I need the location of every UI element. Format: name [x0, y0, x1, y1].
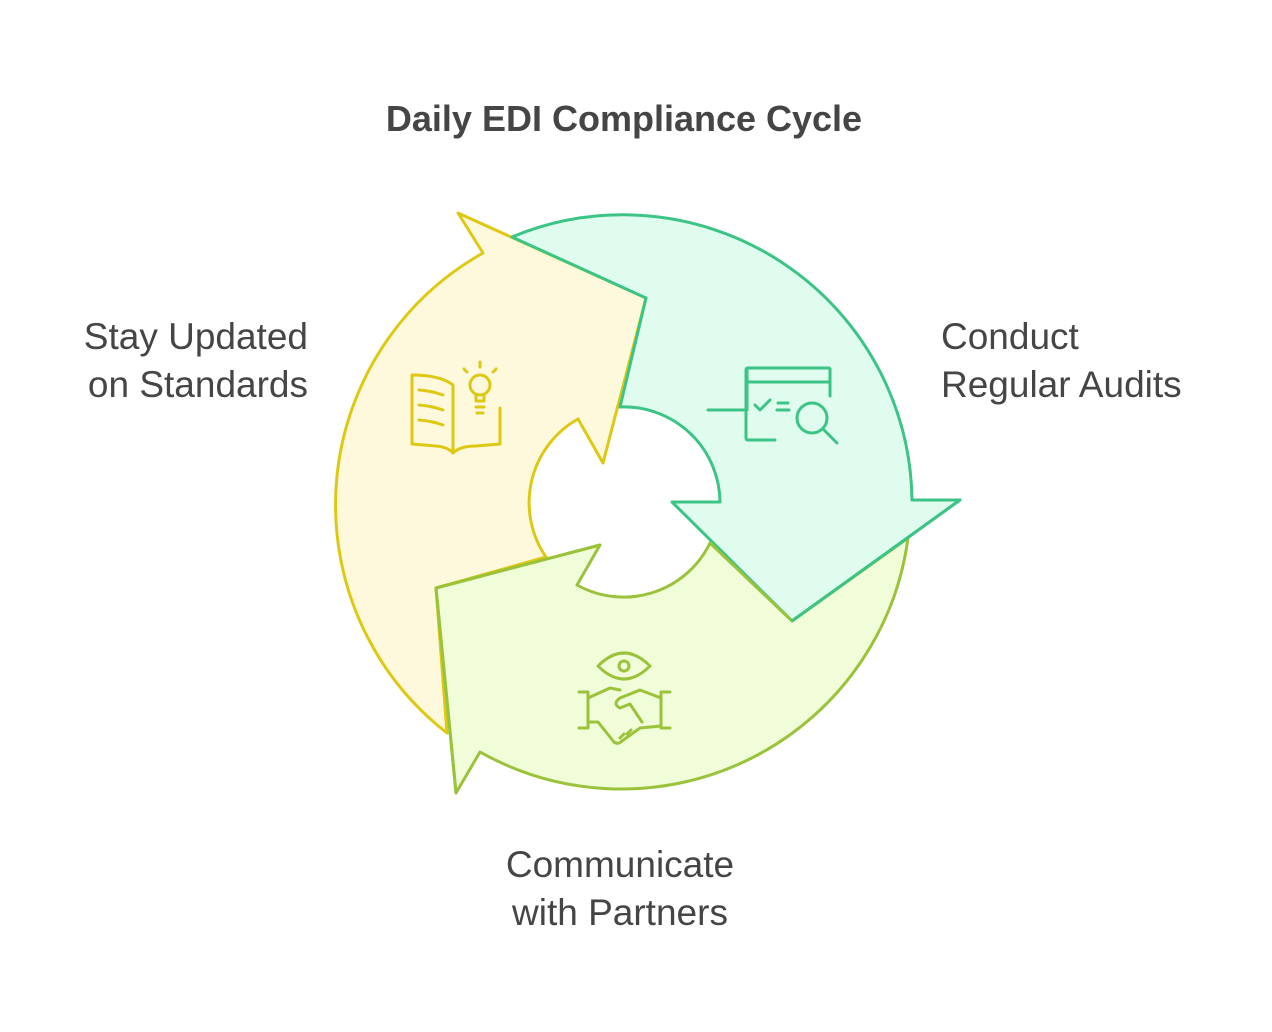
step-label-stay-updated: Stay Updated on Standards: [72, 313, 308, 409]
diagram-title: Daily EDI Compliance Cycle: [385, 98, 863, 139]
label-line: Stay Updated: [83, 316, 308, 357]
label-line: Conduct: [941, 316, 1079, 357]
audit-magnifier-icon: [706, 366, 839, 445]
label-line: with Partners: [512, 892, 728, 933]
segment-conduct-audits: [510, 213, 962, 623]
label-line: Communicate: [505, 844, 735, 885]
label-line: Regular Audits: [941, 364, 1182, 405]
step-label-conduct-audits: Conduct Regular Audits: [941, 313, 1182, 409]
handshake-eye-icon: [577, 651, 672, 745]
book-lightbulb-icon: [410, 360, 502, 455]
segment-stay-updated: [334, 211, 648, 735]
segment-communicate: [434, 536, 910, 795]
label-line: on Standards: [87, 364, 308, 405]
step-label-communicate: Communicate with Partners: [470, 841, 770, 937]
